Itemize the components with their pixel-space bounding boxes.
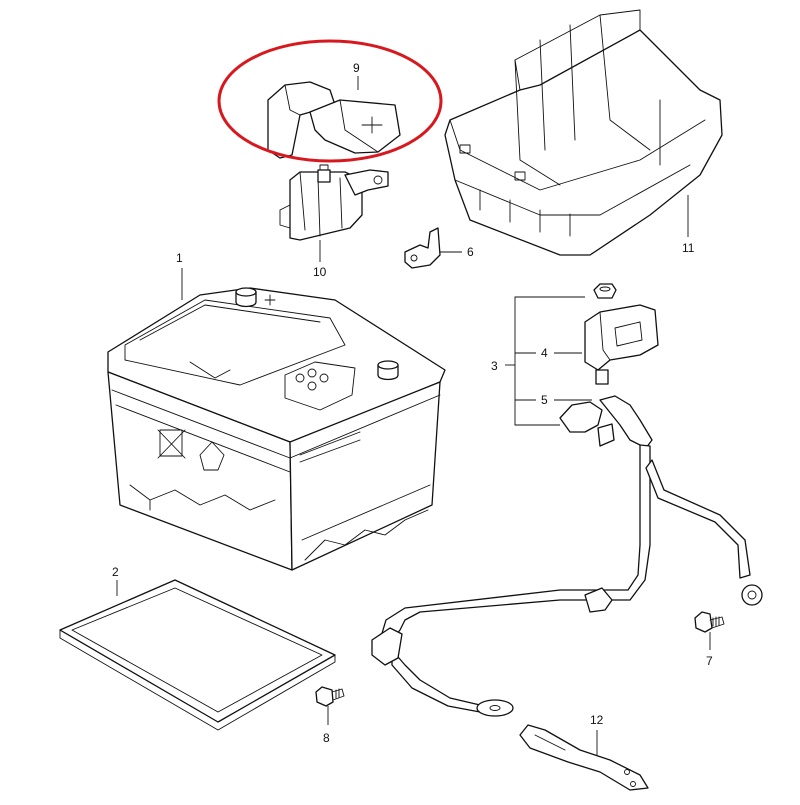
callout-label-4: 4 [541,346,548,360]
callout-label-3: 3 [491,359,498,373]
battery[interactable] [107,287,446,571]
callout-label-7: 7 [706,654,713,668]
bolt-7[interactable] [694,611,725,633]
callout-label-10: 10 [313,265,327,279]
highlight-circle [217,39,443,163]
callout-10: 10 [313,240,327,279]
callout-label-5: 5 [541,393,548,407]
recycle-icon [199,441,225,471]
callout-11: 11 [682,195,695,255]
callout-2: 2 [112,565,119,596]
callout-label-6: 6 [467,245,474,259]
callout-9: 9 [353,61,360,90]
battery-tray-box[interactable] [444,9,723,256]
callout-7: 7 [706,632,713,668]
callout-label-9: 9 [353,61,360,75]
callout-label-8: 8 [323,731,330,745]
bin-icon [159,429,183,457]
hold-down-strap[interactable] [519,724,649,791]
battery-base-pad[interactable] [59,579,336,731]
callout-3-group: 3 4 5 [491,296,592,426]
callout-label-12: 12 [590,713,604,727]
callout-label-2: 2 [112,565,119,579]
positive-terminal-clamp[interactable] [279,164,389,241]
callout-12: 12 [590,713,604,755]
callout-1: 1 [176,251,183,300]
terminal-cover[interactable] [267,81,401,159]
plus-icon [361,116,383,134]
callout-label-11: 11 [682,241,695,255]
ground-cable[interactable] [371,395,763,717]
bolt-8[interactable] [315,686,345,707]
callout-6: 6 [440,245,474,259]
mounting-bracket[interactable] [404,227,441,269]
callout-label-1: 1 [176,251,183,265]
terminal-nut[interactable] [593,283,617,299]
callout-8: 8 [323,706,330,745]
negative-terminal-clip[interactable] [584,304,659,385]
